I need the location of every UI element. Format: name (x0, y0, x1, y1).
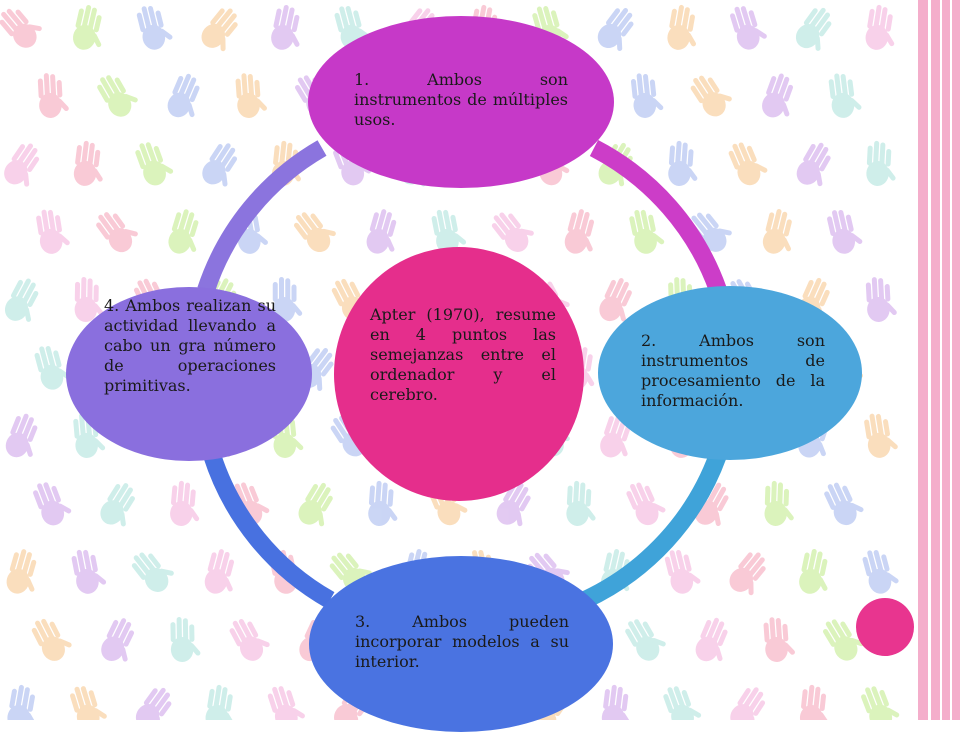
connector-arc-left-top (197, 140, 327, 293)
node-bottom-text: 3. Ambos pueden incorporar modelos a su … (355, 612, 569, 671)
connector-arc-right-bottom (581, 451, 727, 609)
node-center-text: Apter (1970), resume en 4 puntos las sem… (370, 305, 556, 404)
node-center (334, 247, 584, 501)
node-right (598, 286, 862, 460)
connector-arc-top-right (589, 140, 727, 294)
node-left-text: 4. Ambos realizan su actividad llevando … (104, 296, 276, 395)
node-top (308, 16, 614, 188)
right-border-line-2 (940, 0, 942, 720)
node-right-text: 2. Ambos son instrumentos de procesamien… (641, 331, 825, 410)
right-border-strip (918, 0, 960, 720)
right-border-line-3 (950, 0, 952, 720)
accent-dot (856, 598, 914, 656)
right-border-line-1 (928, 0, 931, 720)
node-bottom (309, 556, 613, 732)
node-left (66, 287, 312, 461)
connector-arc-bottom-left (203, 452, 335, 608)
node-top-text: 1. Ambos son instrumentos de múltiples u… (354, 70, 568, 129)
